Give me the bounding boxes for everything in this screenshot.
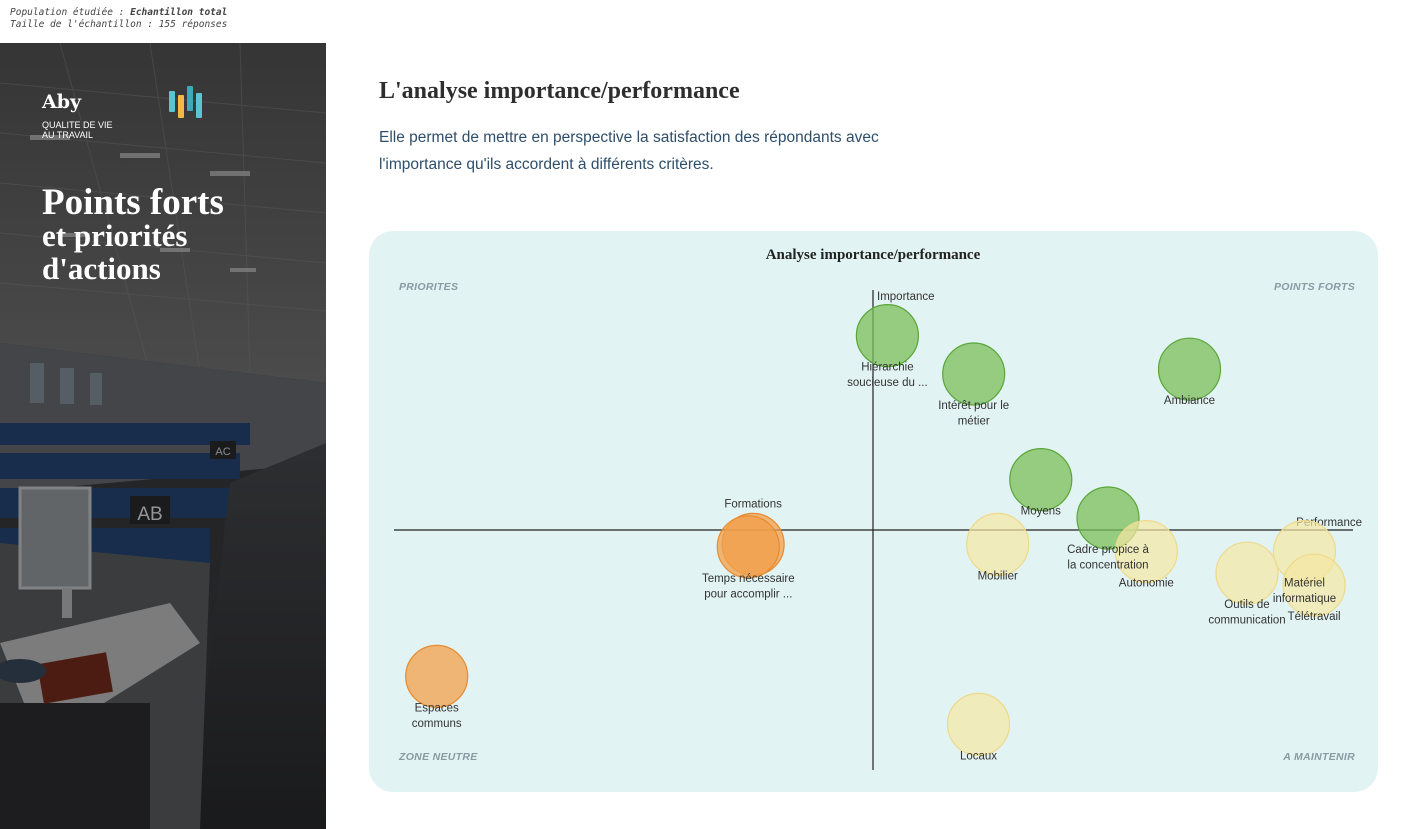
- logo-bar-1: [169, 91, 175, 112]
- sidebar: AB AC Aby QUALITE DE VIE AU TRAVAIL Poin…: [0, 43, 326, 829]
- point-hi-rarchie-soucieuse-du[interactable]: [855, 303, 920, 368]
- point-locaux[interactable]: [946, 692, 1011, 756]
- point-label-autonomie: Autonomie: [1119, 578, 1174, 590]
- quadrant-label-a-maintenir: A MAINTENIR: [1282, 751, 1355, 763]
- sample-size: Taille de l'échantillon : 155 réponses: [10, 19, 228, 30]
- point-temps-n-cessaire-pour-accomplir[interactable]: [716, 515, 780, 579]
- brand-subtitle-line-2: AU TRAVAIL: [42, 130, 94, 140]
- point-moyens[interactable]: [1009, 448, 1073, 512]
- logo-bar-3: [187, 86, 193, 111]
- brand-subtitle: QUALITE DE VIE AU TRAVAIL: [42, 120, 142, 140]
- sidebar-title-line-1: Points forts: [42, 182, 224, 223]
- brand-subtitle-line-1: QUALITE DE VIE: [42, 120, 113, 130]
- population-line: Population étudiée : Echantillon total: [10, 7, 227, 19]
- point-espaces-communs[interactable]: [405, 644, 469, 708]
- bars-logo-icon: [169, 86, 202, 118]
- y-axis-label: Importance: [877, 291, 935, 303]
- point-label-t-l-travail: Télétravail: [1288, 611, 1341, 623]
- importance-performance-chart: Analyse importance/performance PRIORITES…: [394, 247, 1362, 770]
- point-label-mobilier: Mobilier: [978, 570, 1018, 582]
- chart-panel: Analyse importance/performance PRIORITES…: [369, 231, 1378, 792]
- point-label-formations: Formations: [724, 498, 782, 510]
- sidebar-title-line-3: d'actions: [42, 251, 161, 286]
- desk-sign-ab: AB: [137, 504, 162, 525]
- point-t-l-travail[interactable]: [1282, 553, 1346, 617]
- desk-sign-ac: AC: [215, 446, 230, 458]
- logo-bar-2: [178, 95, 184, 118]
- brand-name: Aby: [42, 91, 82, 113]
- intro-text: Elle permet de mettre en perspective la …: [379, 129, 879, 173]
- quadrant-label-points-forts: POINTS FORTS: [1274, 281, 1355, 293]
- page-title: L'analyse importance/performance: [379, 78, 740, 104]
- population-value: Echantillon total: [130, 7, 228, 18]
- office-photo: AB AC: [0, 43, 326, 829]
- chart-title: Analyse importance/performance: [766, 247, 981, 263]
- quadrant-label-priorites: PRIORITES: [399, 281, 458, 293]
- quadrant-label-zone-neutre: ZONE NEUTRE: [398, 751, 478, 763]
- point-label-moyens: Moyens: [1021, 506, 1062, 518]
- point-label-ambiance: Ambiance: [1164, 395, 1215, 407]
- population-label: Population étudiée :: [10, 7, 131, 18]
- point-autonomie[interactable]: [1114, 520, 1178, 584]
- point-int-r-t-pour-le-m-tier[interactable]: [942, 342, 1006, 406]
- point-mobilier[interactable]: [966, 512, 1030, 576]
- point-label-locaux: Locaux: [960, 750, 997, 762]
- point-ambiance[interactable]: [1157, 337, 1222, 401]
- sidebar-title: Points forts et priorités d'actions: [42, 182, 224, 286]
- logo-bar-4: [196, 93, 202, 118]
- sidebar-title-line-2: et priorités: [42, 218, 188, 253]
- point-outils-de-communication[interactable]: [1215, 541, 1279, 605]
- survey-meta: Population étudiée : Echantillon total T…: [10, 7, 227, 31]
